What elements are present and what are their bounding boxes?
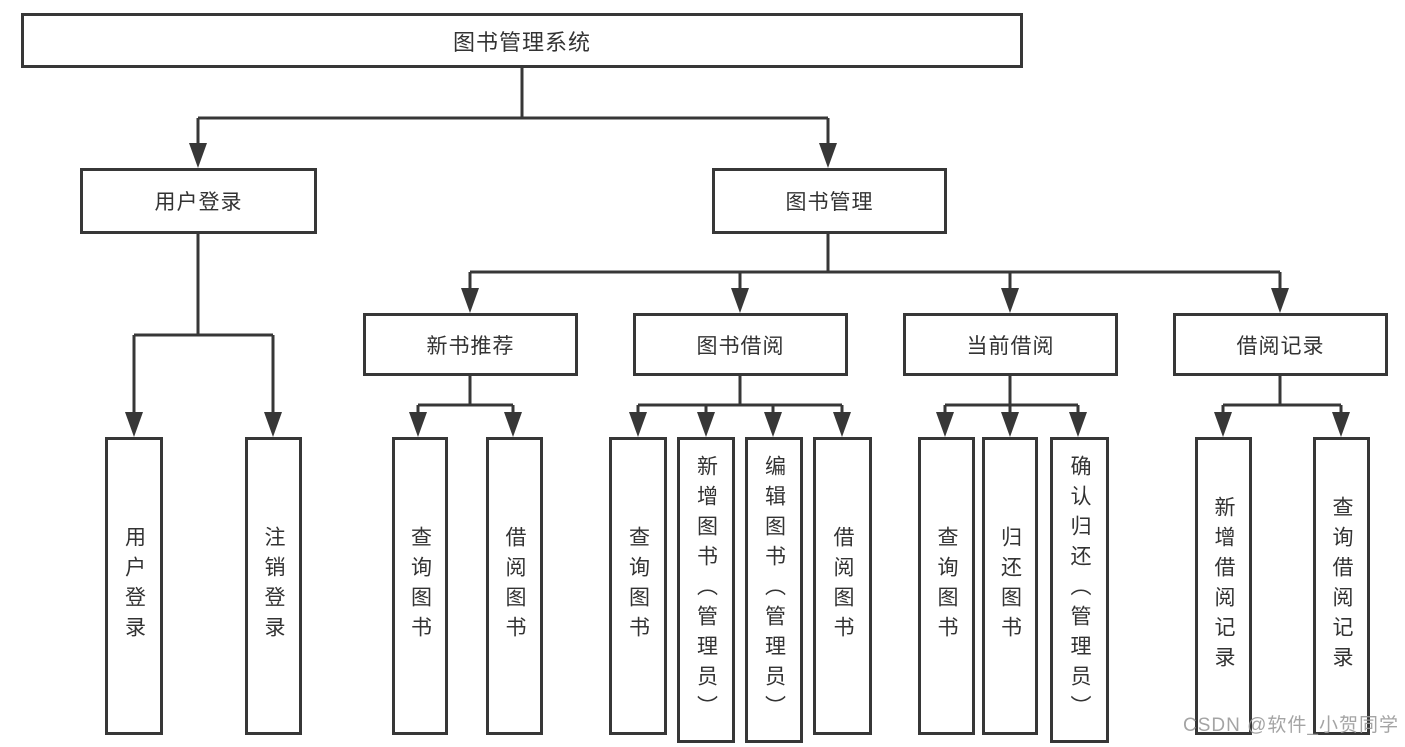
node-label: 查询图书 bbox=[408, 526, 432, 646]
node-label: 新增借阅记录 bbox=[1212, 496, 1235, 676]
leaf-newbook-query-books: 查询图书 bbox=[392, 437, 448, 735]
node-label: 借阅图书 bbox=[503, 526, 526, 646]
node-user-login-branch: 用户登录 bbox=[80, 168, 317, 234]
leaf-logout: 注销登录 bbox=[245, 437, 302, 735]
node-label: 编辑图书（管理员） bbox=[762, 455, 786, 725]
node-label: 新书推荐 bbox=[426, 334, 515, 358]
leaf-borrow-borrow-books: 借阅图书 bbox=[813, 437, 872, 735]
node-label: 图书借阅 bbox=[696, 334, 785, 358]
node-label: 查询借阅记录 bbox=[1330, 496, 1353, 676]
leaf-current-query-books: 查询图书 bbox=[918, 437, 975, 735]
node-label: 归还图书 bbox=[998, 526, 1022, 646]
leaf-borrow-query-books: 查询图书 bbox=[609, 437, 667, 735]
node-label: 图书管理系统 bbox=[452, 29, 591, 55]
node-label: 当前借阅 bbox=[966, 334, 1055, 358]
node-book-borrow: 图书借阅 bbox=[633, 313, 848, 376]
node-label: 借阅图书 bbox=[831, 526, 854, 646]
node-label: 用户登录 bbox=[154, 191, 243, 214]
leaf-borrow-add-books-admin: 新增图书（管理员） bbox=[677, 437, 735, 743]
node-library-management-system: 图书管理系统 bbox=[21, 13, 1023, 68]
node-label: 确认归还（管理员） bbox=[1068, 455, 1091, 725]
csdn-watermark: CSDN @软件_小贺同学 bbox=[1183, 715, 1399, 736]
leaf-borrow-edit-books-admin: 编辑图书（管理员） bbox=[745, 437, 803, 743]
node-label: 用户登录 bbox=[122, 526, 146, 646]
node-current-borrow: 当前借阅 bbox=[903, 313, 1118, 376]
node-borrow-records: 借阅记录 bbox=[1173, 313, 1388, 376]
leaf-records-add-record: 新增借阅记录 bbox=[1195, 437, 1252, 735]
leaf-current-return-books: 归还图书 bbox=[982, 437, 1038, 735]
node-book-management-branch: 图书管理 bbox=[712, 168, 947, 234]
arrowheads bbox=[125, 143, 1350, 437]
node-label: 查询图书 bbox=[935, 526, 958, 646]
node-new-book-recommend: 新书推荐 bbox=[363, 313, 578, 376]
leaf-newbook-borrow-books: 借阅图书 bbox=[486, 437, 543, 735]
node-label: 借阅记录 bbox=[1236, 334, 1325, 358]
leaf-records-query-record: 查询借阅记录 bbox=[1313, 437, 1370, 735]
leaf-current-confirm-return-admin: 确认归还（管理员） bbox=[1050, 437, 1109, 743]
node-label: 新增图书（管理员） bbox=[694, 455, 718, 725]
node-label: 注销登录 bbox=[262, 526, 285, 646]
node-label: 图书管理 bbox=[785, 191, 874, 214]
node-label: 查询图书 bbox=[626, 526, 650, 646]
leaf-user-login: 用户登录 bbox=[105, 437, 163, 735]
